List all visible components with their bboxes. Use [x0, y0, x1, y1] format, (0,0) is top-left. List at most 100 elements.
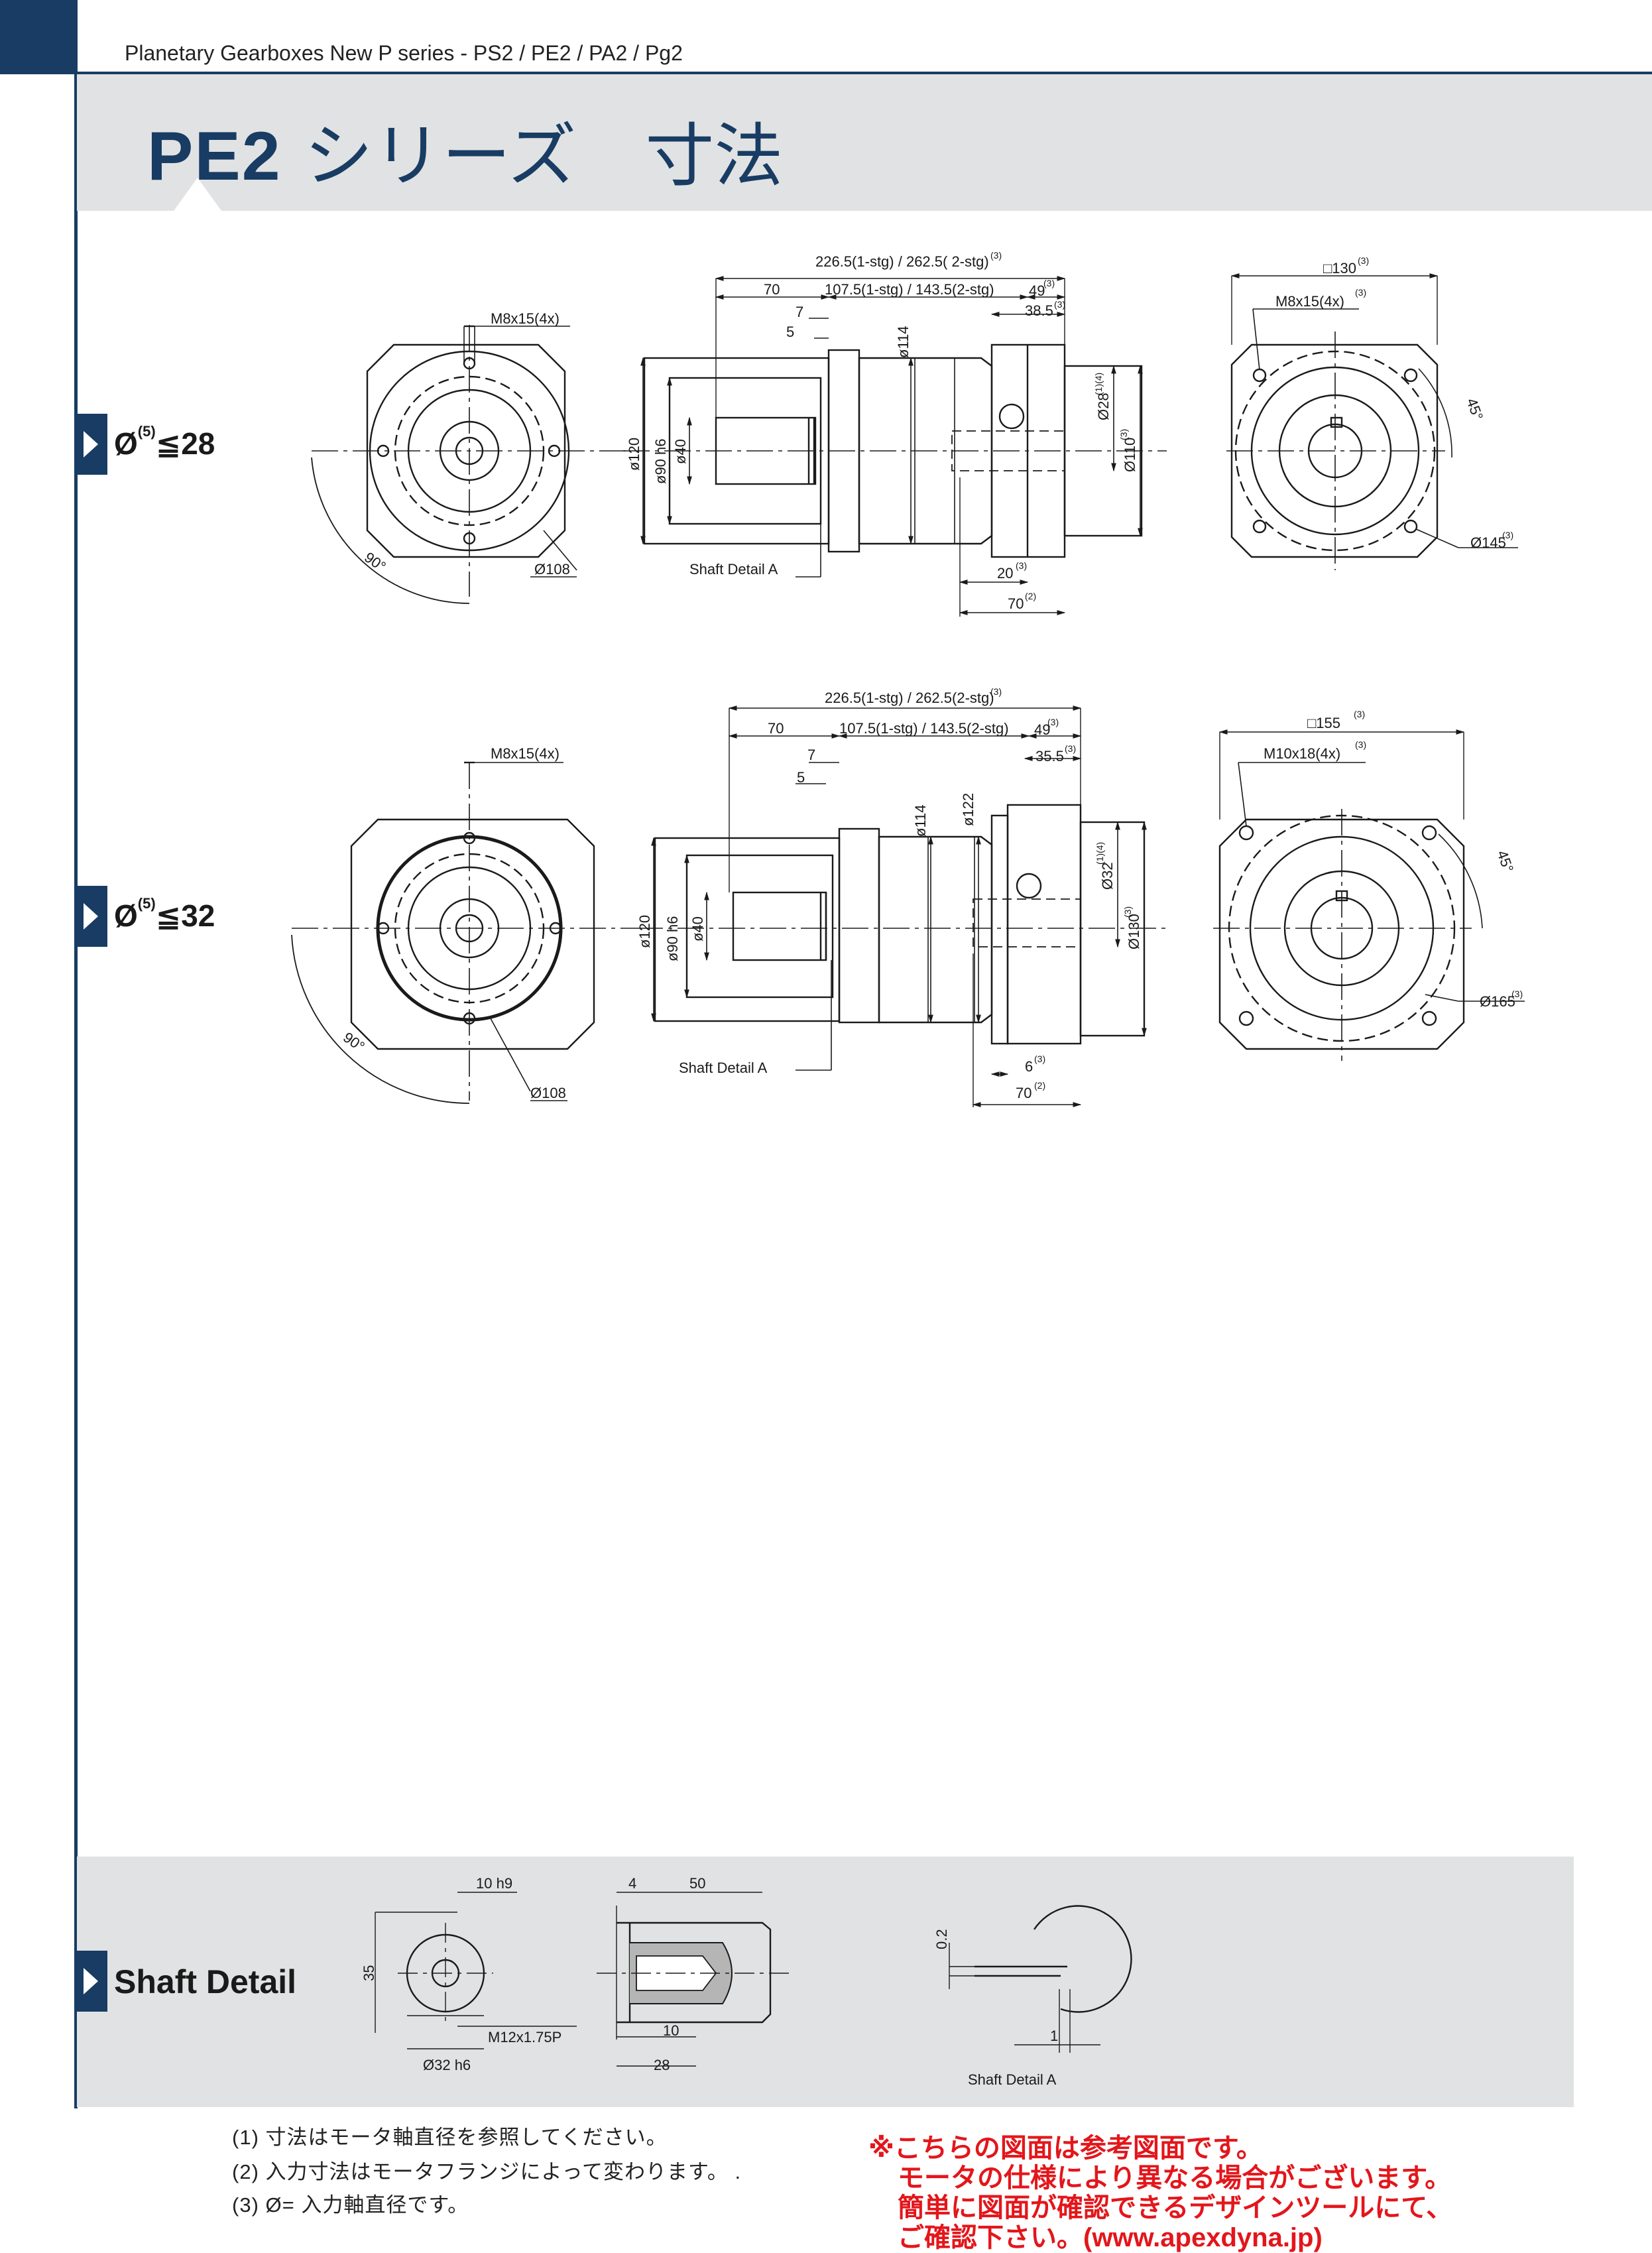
- series-title: Planetary Gearboxes New P series - PS2 /…: [125, 41, 683, 65]
- note-1: (1) 寸法はモータ軸直径を参照してください。: [232, 2126, 668, 2149]
- svg-text:(3): (3): [1054, 299, 1065, 310]
- row1-side-sub: 38.5: [1025, 302, 1053, 319]
- shaft-detail-drawings: 10 h9 35 M12x1.75P Ø32 h6 4 50 10 28 0.2…: [361, 1875, 1132, 2088]
- row2-side-view: [636, 705, 1167, 1107]
- row2-front-view: [291, 761, 636, 1104]
- title-notch: [174, 178, 221, 211]
- row1-side-view: [623, 276, 1167, 617]
- row1-rear-square: □130: [1323, 260, 1356, 276]
- row2-side-d7: 7: [807, 747, 815, 763]
- svg-text:(3): (3): [1043, 278, 1055, 288]
- row1-side-shaft-len: 70: [764, 281, 780, 298]
- row1-side-d40: ø40: [672, 439, 689, 464]
- page-title-model: PE2: [147, 118, 282, 195]
- row1-front-view: [311, 325, 630, 604]
- row1-rear-pcd: Ø145: [1470, 534, 1506, 551]
- shaft-detail-band: [77, 1857, 1574, 2107]
- red-note-2: モータの仕様により異なる場合がございます。: [898, 2163, 1452, 2193]
- row2-side-bottom2: 70: [1016, 1085, 1032, 1101]
- svg-text:(2): (2): [1034, 1080, 1045, 1091]
- row2-side-total: 226.5(1-stg) / 262.5(2-stg): [825, 690, 994, 706]
- svg-text:(3): (3): [1016, 560, 1027, 571]
- row1-side-d5: 5: [786, 324, 794, 340]
- row1-side-total: 226.5(1-stg) / 262.5( 2-stg): [815, 253, 989, 270]
- dimension-drawings: M8x15(4x) Ø108 90° 226.5(1-stg) / 262.5(…: [291, 250, 1525, 1107]
- row2-rear-view: [1213, 729, 1525, 1061]
- shaft-length: 50: [689, 1875, 705, 1892]
- row2-side-d120: ø120: [636, 915, 653, 948]
- svg-text:(3): (3): [1354, 709, 1365, 719]
- row1-side-shaft-detail: Shaft Detail A: [689, 561, 778, 578]
- shaft-offset: 4: [628, 1875, 636, 1892]
- row1-rear-angle: 45°: [1463, 396, 1486, 422]
- row1-front-thread: M8x15(4x): [491, 310, 560, 327]
- row2-side-flange: 49: [1034, 721, 1050, 738]
- shaft-section-view: [597, 1892, 789, 2067]
- svg-text:(3): (3): [1358, 255, 1369, 266]
- shaft-caption: Shaft Detail A: [968, 2071, 1057, 2088]
- row1-front-pcd: Ø108: [534, 561, 570, 578]
- red-note-3: 簡単に図面が確認できるデザインツールにて、: [898, 2193, 1453, 2223]
- row1-side-flange: 49: [1029, 282, 1045, 299]
- svg-text:(3): (3): [1034, 1054, 1045, 1064]
- shaft-detail-a-view: [949, 1905, 1132, 2053]
- row2-side-shaft-len: 70: [768, 720, 784, 737]
- row1-side-d114: ø114: [895, 326, 912, 358]
- row1-front-angle: 90°: [361, 549, 389, 576]
- shaft-depth: 10: [663, 2022, 679, 2039]
- red-note-4: ご確認下さい。(www.apexdyna.jp): [898, 2223, 1323, 2252]
- row2-side-d90: ø90 h6: [664, 916, 681, 962]
- svg-text:(3): (3): [990, 250, 1002, 261]
- row2-side-d114: ø114: [912, 804, 929, 837]
- row1-tag: [77, 414, 107, 475]
- title-band: [77, 74, 1652, 211]
- row1-rear-thread: M8x15(4x): [1275, 293, 1344, 310]
- row2-side-shaft-detail: Shaft Detail A: [679, 1060, 768, 1076]
- corner-block: [0, 0, 74, 74]
- row2-front-pcd: Ø108: [530, 1085, 566, 1101]
- row2-side-bottom1: 6: [1025, 1058, 1033, 1075]
- shaft-chamfer: 0.2: [933, 1929, 950, 1949]
- row2-side-sub: 35.5: [1035, 748, 1064, 764]
- row2-rear-square: □155: [1307, 715, 1340, 731]
- row2-side-d130: Ø130: [1126, 914, 1142, 949]
- svg-text:(3): (3): [1502, 530, 1513, 540]
- row1-side-mid: 107.5(1-stg) / 143.5(2-stg): [825, 281, 994, 298]
- svg-text:(3): (3): [1122, 906, 1133, 918]
- row2-side-d5: 5: [797, 769, 805, 786]
- shaft-height: 35: [361, 1965, 377, 1981]
- svg-text:(3): (3): [1511, 989, 1523, 999]
- shaft-detail-label: Shaft Detail: [114, 1963, 297, 2000]
- row1-side-d120: ø120: [626, 438, 642, 471]
- side-rule: [74, 0, 78, 2108]
- row2-front-thread: M8x15(4x): [491, 745, 560, 762]
- page-title: PE2 シリーズ 寸法: [147, 99, 783, 200]
- shaft-dia: Ø32 h6: [423, 2057, 471, 2073]
- svg-text:(3): (3): [1047, 717, 1059, 727]
- header-rule: [77, 72, 1652, 74]
- shaft-thread: M12x1.75P: [488, 2029, 561, 2045]
- page-title-jp: シリーズ 寸法: [304, 118, 784, 195]
- row2-rear-pcd: Ø165: [1480, 993, 1515, 1010]
- row2-label: Ø(5)≦32: [114, 895, 215, 933]
- row1-side-d28: Ø28: [1095, 393, 1112, 420]
- svg-text:(1)(4): (1)(4): [1093, 373, 1104, 395]
- row1-side-d110: Ø110: [1122, 438, 1138, 472]
- row1-rear-view: [1226, 273, 1518, 570]
- svg-text:(2): (2): [1025, 591, 1036, 601]
- svg-text:(3): (3): [990, 686, 1002, 697]
- note-3: (3) Ø= 入力軸直径です。: [232, 2193, 469, 2217]
- svg-text:(3): (3): [1355, 739, 1366, 750]
- row2-side-d40: ø40: [689, 916, 706, 942]
- shaft-key-width: 10 h9: [476, 1875, 512, 1892]
- row1-side-bottom1: 20: [997, 565, 1013, 581]
- red-note-1: ※こちらの図面は参考図面です。: [868, 2134, 1263, 2163]
- row1-side-bottom2: 70: [1008, 595, 1024, 612]
- shaft-radius: 1: [1050, 2028, 1058, 2044]
- row2-tag: [77, 886, 107, 947]
- row1-side-d7: 7: [796, 304, 803, 320]
- shaft-detail-tag: [77, 1951, 107, 2012]
- row1-label: Ø(5)≦28: [114, 423, 215, 461]
- row2-side-d122: ø122: [960, 793, 976, 826]
- note-2: (2) 入力寸法はモータフランジによって変わります。 .: [232, 2160, 742, 2183]
